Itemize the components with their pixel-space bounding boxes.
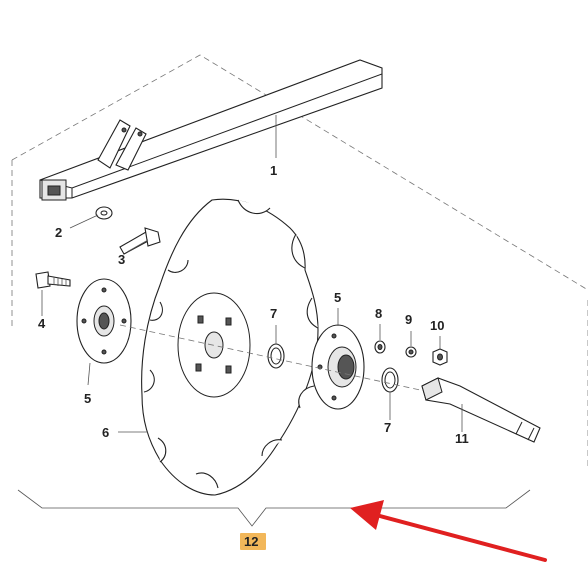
snap-ring-left xyxy=(267,343,285,369)
notched-disc xyxy=(141,198,319,496)
callout-6: 6 xyxy=(102,425,109,440)
bolt-4 xyxy=(35,271,71,289)
hub-flange-right xyxy=(311,324,365,410)
callout-5-right: 5 xyxy=(334,290,341,305)
leader-lines xyxy=(41,115,463,433)
assembly-brace xyxy=(17,489,531,527)
shaft-11 xyxy=(421,377,541,443)
callout-3: 3 xyxy=(118,252,125,267)
frame-beam xyxy=(39,59,383,201)
callout-5-left: 5 xyxy=(84,391,91,406)
assembly-badge: 12 xyxy=(240,533,266,550)
hub-flange-left xyxy=(76,278,132,364)
callout-4: 4 xyxy=(38,316,46,331)
washer-9 xyxy=(405,346,417,358)
nut-10 xyxy=(432,348,448,366)
red-pointer-arrow xyxy=(350,500,547,562)
callout-12: 12 xyxy=(244,534,258,549)
callout-2: 2 xyxy=(55,225,62,240)
callout-7-right: 7 xyxy=(384,420,391,435)
callout-10: 10 xyxy=(430,318,444,333)
washer-2 xyxy=(95,206,113,220)
bolt-3 xyxy=(119,227,161,255)
callout-9: 9 xyxy=(405,312,412,327)
callout-11: 11 xyxy=(455,431,469,446)
snap-ring-right xyxy=(381,367,399,393)
callout-1: 1 xyxy=(270,163,277,178)
callout-7-left: 7 xyxy=(270,306,277,321)
assembly-boundary xyxy=(11,54,588,470)
callout-8: 8 xyxy=(375,306,382,321)
washer-8 xyxy=(374,340,386,354)
